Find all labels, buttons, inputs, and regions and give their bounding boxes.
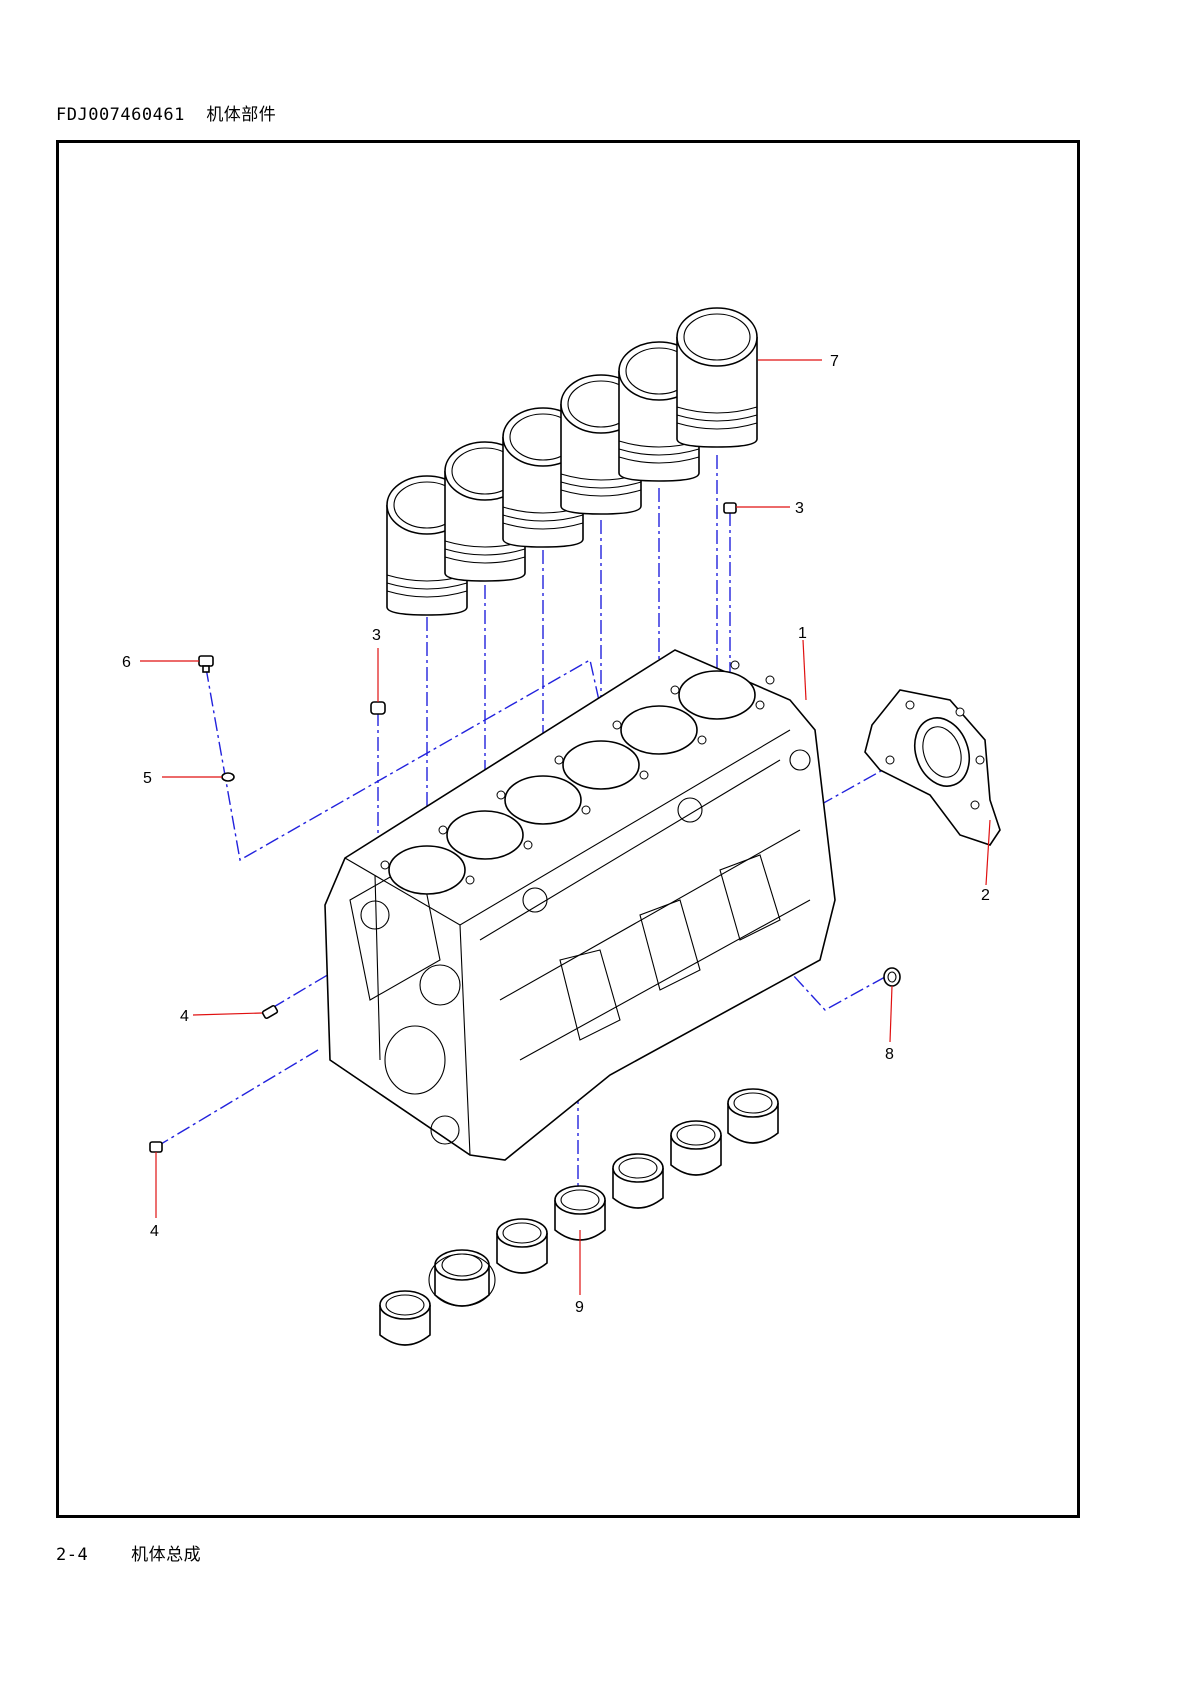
bearing-shell [554,1185,606,1241]
dowel-4-upper [261,1004,279,1020]
callout-9: 9 [575,1299,584,1316]
engine-block [324,649,836,1161]
drawing-frame [56,140,1080,1518]
callout-8: 8 [885,1046,894,1063]
rear-seal-housing [864,689,1001,846]
callout-1: 1 [798,625,807,642]
plug-3-lower [370,701,386,715]
callout-6: 6 [122,654,131,671]
callout-4-upper: 4 [180,1008,189,1025]
thrust-bearing [428,1249,496,1307]
page-header: FDJ007460461 机体部件 [56,100,276,125]
cylinder-liner [676,307,758,448]
page-title: 机体部件 [206,105,277,125]
plug-3-upper [723,502,737,514]
callout-5: 5 [143,770,152,787]
bearing-shell [670,1120,722,1176]
callout-3-upper: 3 [795,500,804,517]
bearing-shell [612,1153,664,1209]
callout-numbers: 7 3 3 1 2 6 5 4 4 8 9 [122,353,990,1316]
section-title: 机体总成 [131,1545,202,1565]
cylinder-liners [386,307,758,616]
washer-5 [221,772,235,782]
bearing-shell [496,1218,548,1274]
callout-2: 2 [981,887,990,904]
callout-4-lower: 4 [150,1223,159,1240]
callout-7: 7 [830,353,839,370]
bearing-shells [379,1088,779,1346]
section-number: 2-4 [56,1545,89,1565]
dowel-4-lower [149,1141,163,1153]
part-code: FDJ007460461 [56,105,185,125]
callout-3-lower: 3 [372,627,381,644]
leader-lines [140,359,991,1295]
page-footer: 2-4 机体总成 [56,1540,201,1565]
plug-6 [198,655,214,673]
bearing-shell [379,1290,431,1346]
plug-8 [883,967,901,987]
bearing-shell [727,1088,779,1144]
